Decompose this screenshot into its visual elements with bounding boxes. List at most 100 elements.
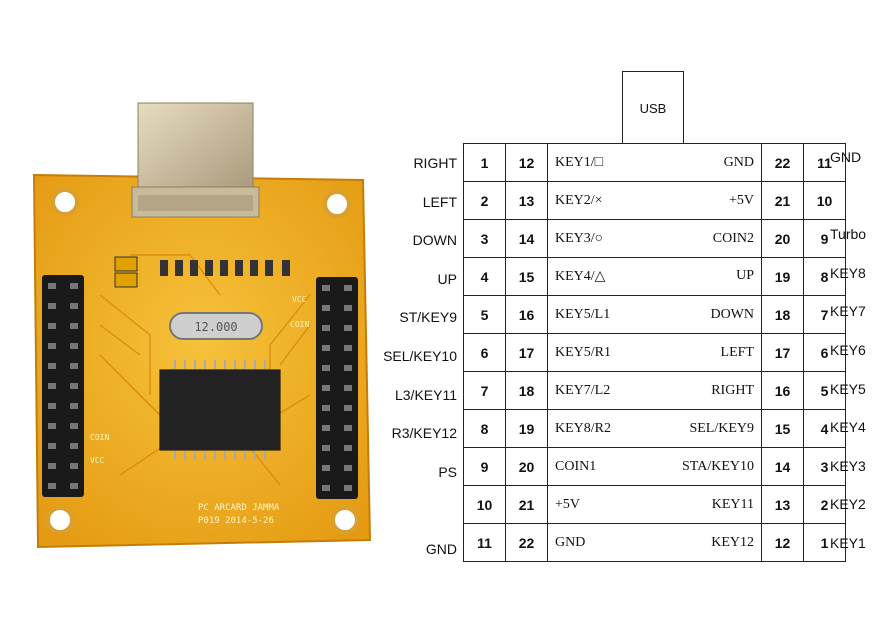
signal-right: KEY11: [711, 496, 754, 512]
microcontroller-chip: [159, 360, 281, 460]
mount-hole: [51, 188, 79, 216]
left-side-label: GND: [425, 541, 457, 557]
pin-number: 2: [463, 181, 506, 220]
pin-number: 4: [463, 257, 506, 296]
mount-hole: [323, 190, 351, 218]
right-side-label: KEY8: [830, 264, 866, 281]
signal-cell: SEL/KEY9 KEY8/R2: [547, 409, 762, 448]
usb-port-box: USB: [622, 71, 684, 143]
signal-cell: UP KEY4/△: [547, 257, 762, 296]
mount-hole: [331, 506, 359, 534]
mount-hole: [46, 506, 74, 534]
signal-right: LEFT: [720, 344, 754, 360]
left-pin-header: [42, 275, 84, 497]
signal-left: KEY8/R2: [555, 420, 611, 436]
right-side-label: KEY4: [830, 419, 866, 436]
pin-number: 18: [505, 371, 548, 410]
crystal-label: 12.000: [194, 320, 237, 334]
right-side-label: KEY6: [830, 342, 866, 358]
usb-connector: [131, 102, 260, 218]
pin-number: 13: [505, 181, 548, 220]
signal-left: COIN1: [555, 458, 597, 474]
pin-number: 14: [761, 447, 804, 486]
usb-label: USB: [639, 101, 667, 116]
signal-left: KEY4/△: [555, 269, 606, 284]
pin-number: 21: [505, 485, 548, 524]
signal-right: RIGHT: [711, 382, 754, 398]
left-side-label: L3/KEY11: [394, 386, 457, 403]
pin-number: 16: [505, 295, 548, 334]
signal-cell: STA/KEY10 COIN1: [547, 447, 762, 486]
pin-number: 11: [463, 523, 506, 562]
pin-number: 6: [463, 333, 506, 372]
pin-number: 22: [761, 143, 804, 182]
pin-number: 1: [803, 523, 846, 562]
pin-number: 16: [761, 371, 804, 410]
pin-number: 12: [761, 523, 804, 562]
signal-left: KEY5/L1: [555, 306, 611, 322]
signal-right: SEL/KEY9: [689, 420, 754, 436]
pin-number: 15: [505, 257, 548, 296]
pin-number: 6: [803, 333, 846, 372]
right-side-label: KEY1: [830, 535, 866, 551]
pin-number: 5: [463, 295, 506, 334]
right-pin-header: [316, 277, 358, 499]
pcb-silkscreen-line2: P019 2014-5-26: [198, 516, 274, 526]
left-side-label: RIGHT: [413, 155, 457, 171]
pin-number: 9: [463, 447, 506, 486]
signal-right: COIN2: [712, 230, 754, 246]
pcb-pin-label: VCC: [90, 456, 105, 465]
right-side-label: KEY7: [830, 303, 866, 320]
pin-number: 8: [803, 257, 846, 296]
signal-right: STA/KEY10: [682, 458, 754, 474]
signal-right: DOWN: [710, 306, 754, 322]
left-side-label: SEL/KEY10: [383, 348, 457, 364]
pcb-pin-label: COIN: [290, 320, 309, 329]
pin-number: 4: [803, 409, 846, 448]
pin-number: 2: [803, 485, 846, 524]
right-side-label: GND: [830, 149, 862, 165]
signal-right: +5V: [728, 192, 754, 208]
pin-number: 10: [463, 485, 506, 524]
signal-cell: COIN2 KEY3/○: [547, 219, 762, 258]
right-side-label: KEY2: [830, 496, 866, 513]
pin-number: 7: [463, 371, 506, 410]
pin-number: 3: [463, 219, 506, 258]
left-side-label: ST/KEY9: [399, 309, 457, 326]
signal-right: UP: [736, 268, 754, 283]
pin-number: 17: [505, 333, 548, 372]
pin-number: 3: [803, 447, 846, 486]
pin-number: 12: [505, 143, 548, 182]
pin-number: 7: [803, 295, 846, 334]
pin-number: 11: [803, 143, 846, 182]
right-side-label: Turbo: [830, 226, 867, 243]
pcb-pin-label: COIN: [90, 433, 109, 442]
pin-number: 19: [761, 257, 804, 296]
left-side-label: LEFT: [422, 193, 457, 210]
signal-right: GND: [723, 154, 754, 170]
pcb-board-image: 12.000: [32, 102, 372, 549]
pin-number: 15: [761, 409, 804, 448]
signal-left: KEY3/○: [555, 230, 604, 246]
pin-number: 20: [761, 219, 804, 258]
right-side-label: KEY3: [830, 457, 866, 474]
pin-number: 18: [761, 295, 804, 334]
signal-cell: DOWN KEY5/L1: [547, 295, 762, 334]
pin-number: 21: [761, 181, 804, 220]
pin-number: 13: [761, 485, 804, 524]
pin-number: 19: [505, 409, 548, 448]
